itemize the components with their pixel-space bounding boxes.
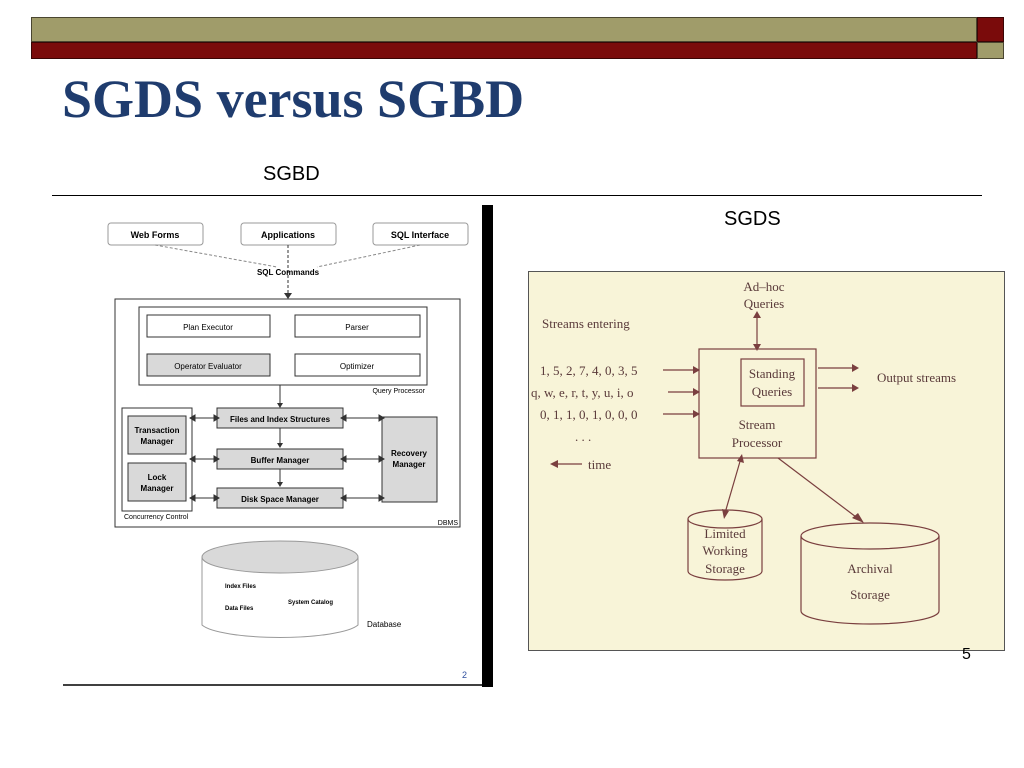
system-catalog-text: System Catalog <box>288 600 333 606</box>
concurrency-control-text: Concurrency Control <box>124 514 189 521</box>
image-edge <box>482 205 493 687</box>
sql-commands-text: SQL Commands <box>257 268 320 277</box>
adhoc-queries-text: Ad–hoc <box>743 279 784 294</box>
optimizer-box <box>294 353 421 377</box>
sgbd-label: SGBD <box>263 163 320 185</box>
operator-evaluator-text: Operator Evaluator <box>174 362 242 371</box>
ellipsis-text: . . . <box>575 429 591 444</box>
transaction-manager-text: Transaction <box>135 426 180 435</box>
parser-box <box>294 314 421 338</box>
image-page-number: 2 <box>462 670 467 680</box>
web-forms-text: Web Forms <box>131 230 180 240</box>
standing-queries-text: Queries <box>752 384 792 399</box>
sgds-label: SGDS <box>724 208 781 230</box>
recovery-manager-text: Recovery <box>391 449 428 458</box>
stream-1-text: 1, 5, 2, 7, 4, 0, 3, 5 <box>540 363 638 378</box>
operator-evaluator-box <box>146 353 271 377</box>
limited-storage-text: Limited <box>704 526 746 541</box>
header-bar-olive <box>31 17 977 42</box>
slide-title: SGDS versus SGBD <box>62 69 525 129</box>
stream-processor-text: Stream <box>739 417 776 432</box>
dbms-architecture-diagram: Web Forms Applications SQL Interface SQL… <box>55 205 495 687</box>
database-cylinder <box>201 557 359 638</box>
archival-storage-text: Storage <box>850 587 890 602</box>
stream-processor-text: Processor <box>732 435 783 450</box>
page-number: 5 <box>962 646 971 663</box>
optimizer-text: Optimizer <box>340 362 375 371</box>
disk-space-manager-text: Disk Space Manager <box>241 495 319 504</box>
data-files-text: Data Files <box>225 606 254 612</box>
parser-text: Parser <box>345 323 369 332</box>
recovery-manager-text: Manager <box>393 460 426 469</box>
header-bar-maroon <box>31 42 977 59</box>
transaction-manager-text: Manager <box>141 437 174 446</box>
stream-3-text: 0, 1, 1, 0, 1, 0, 0, 0 <box>540 407 638 422</box>
transaction-manager-box <box>127 415 187 455</box>
files-index-text: Files and Index Structures <box>230 415 331 424</box>
archival-storage-text: Archival <box>847 561 893 576</box>
plan-executor-box <box>146 314 271 338</box>
limited-storage-cylinder <box>687 519 763 581</box>
stream-2-text: q, w, e, r, t, y, u, i, o <box>531 385 634 400</box>
index-files-text: Index Files <box>225 584 257 590</box>
sql-interface-text: SQL Interface <box>391 230 449 240</box>
query-processor-text: Query Processor <box>372 388 425 395</box>
lock-manager-text: Manager <box>141 484 174 493</box>
dbms-text: DBMS <box>438 520 459 527</box>
buffer-manager-text: Buffer Manager <box>251 456 310 465</box>
sql-interface-box <box>372 222 469 246</box>
output-streams-text: Output streams <box>877 370 956 385</box>
header-square-maroon <box>977 17 1004 42</box>
plan-executor-text: Plan Executor <box>183 323 233 332</box>
streams-entering-text: Streams entering <box>542 316 630 331</box>
limited-storage-text: Working <box>702 543 748 558</box>
dsms-architecture-diagram: Ad–hoc Queries Streams entering 1, 5, 2,… <box>528 271 1005 651</box>
standing-queries-text: Standing <box>749 366 796 381</box>
header-square-olive <box>977 42 1004 59</box>
archival-storage-cylinder <box>800 536 940 625</box>
adhoc-queries-text: Queries <box>744 296 784 311</box>
lock-manager-text: Lock <box>148 473 167 482</box>
applications-text: Applications <box>261 230 315 240</box>
standing-queries-box <box>740 358 805 407</box>
database-text: Database <box>367 620 402 629</box>
lock-manager-box <box>127 462 187 502</box>
limited-storage-text: Storage <box>705 561 745 576</box>
time-text: time <box>588 457 611 472</box>
divider-line <box>52 195 982 196</box>
